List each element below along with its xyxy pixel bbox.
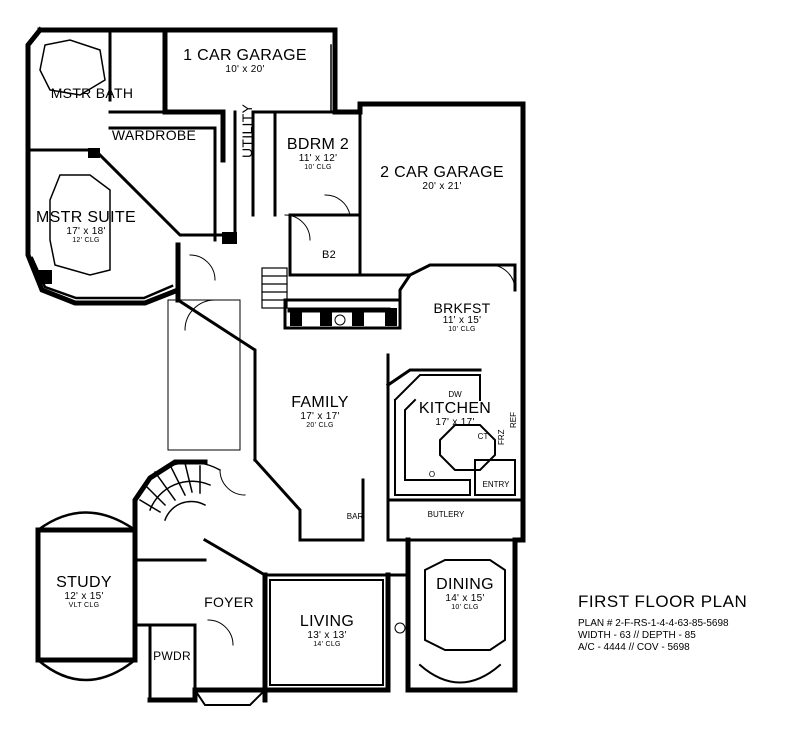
room-name: WARDROBE <box>111 127 197 143</box>
room-ceiling: 10' CLG <box>304 164 332 172</box>
room-dimensions: 17' x 17' <box>435 416 475 428</box>
fixture-ct: CT <box>477 432 489 441</box>
dining-ceiling <box>424 559 506 651</box>
fixture-entry: ENTRY <box>482 480 510 489</box>
room-b2: B2 <box>321 249 337 262</box>
room-ceiling: 12' CLG <box>72 237 100 245</box>
fixture-oven: O <box>428 470 436 479</box>
room-name: UTILITY <box>239 103 255 158</box>
room-foyer: FOYER <box>204 595 254 610</box>
room-name: MSTR BATH <box>50 85 134 101</box>
title-block: FIRST FLOOR PLAN PLAN # 2-F-RS-1-4-4-63-… <box>578 592 747 654</box>
room-name: BRKFST <box>433 300 491 316</box>
room-name: 2 CAR GARAGE <box>380 164 504 181</box>
dining-bay <box>418 663 502 684</box>
room-ceiling: 10' CLG <box>451 604 479 612</box>
kitchen-island <box>393 374 516 496</box>
room-dimensions: 10' x 20' <box>225 63 265 75</box>
room-name: LIVING <box>299 613 355 630</box>
plan-ac-cov: A/C - 4444 // COV - 5698 <box>578 642 690 653</box>
corridor <box>167 299 241 451</box>
room-mstr-bath: MSTR BATH <box>51 86 134 101</box>
room-name: FOYER <box>204 594 254 610</box>
plan-width-depth: WIDTH - 63 // DEPTH - 85 <box>578 630 696 641</box>
room-name: FAMILY <box>291 394 349 411</box>
master-tub <box>39 39 111 276</box>
room-pwdr: PWDR <box>153 650 191 663</box>
room-dimensions: 12' x 15' <box>64 590 104 602</box>
service-stair <box>261 267 288 309</box>
spiral-stair <box>134 461 222 521</box>
room-dimensions: 20' x 21' <box>422 180 462 192</box>
room-family: FAMILY 17' x 17' 20' CLG <box>291 394 349 430</box>
room-living: LIVING 13' x 13' 14' CLG <box>299 613 355 649</box>
fixture-frz: FRZ <box>497 429 506 445</box>
room-name: PWDR <box>153 649 191 663</box>
room-name: B2 <box>321 249 337 261</box>
room-ceiling: VLT CLG <box>68 602 100 610</box>
interior-walls <box>26 28 525 702</box>
room-name: 1 CAR GARAGE <box>183 47 307 64</box>
room-dimensions: 17' x 18' <box>66 225 106 237</box>
garage-doors <box>330 44 506 111</box>
room-dimensions: 11' x 12' <box>298 152 338 164</box>
solid-walls <box>38 148 397 326</box>
room-name: MSTR SUITE <box>36 209 136 226</box>
room-utility: UTILITY <box>239 103 255 158</box>
room-ceiling: 10' CLG <box>448 326 476 334</box>
room-mstr-suite: MSTR SUITE 17' x 18' 12' CLG <box>36 209 136 245</box>
room-name: DINING <box>436 576 494 593</box>
room-ceiling: 20' CLG <box>306 422 334 430</box>
room-dimensions: 13' x 13' <box>307 629 347 641</box>
fixture-ref: REF <box>509 412 518 428</box>
sink <box>394 622 406 634</box>
room-dimensions: 14' x 15' <box>445 592 485 604</box>
room-two-car-garage: 2 CAR GARAGE 20' x 21' <box>380 164 504 192</box>
room-brkfst: BRKFST 11' x 15' 10' CLG <box>433 301 490 334</box>
fixture-bar: BAR <box>346 512 364 521</box>
room-wardrobe: WARDROBE <box>112 128 196 143</box>
room-dimensions: 11' x 15' <box>442 314 482 326</box>
sink <box>334 314 346 326</box>
room-name: KITCHEN <box>418 400 492 417</box>
room-kitchen: KITCHEN 17' x 17' <box>418 400 492 428</box>
plan-number: PLAN # 2-F-RS-1-4-4-63-85-5698 <box>578 618 729 629</box>
door-swings <box>184 194 516 646</box>
room-one-car-garage: 1 CAR GARAGE 10' x 20' <box>183 47 307 75</box>
room-dining: DINING 14' x 15' 10' CLG <box>436 576 494 612</box>
room-dimensions: 17' x 17' <box>300 410 340 422</box>
room-ceiling: 14' CLG <box>313 641 341 649</box>
room-name: BDRM 2 <box>286 136 350 153</box>
fixture-dw: DW <box>448 390 462 399</box>
study-bays <box>36 511 137 682</box>
plan-title: FIRST FLOOR PLAN <box>578 592 748 611</box>
living-bay <box>193 579 384 706</box>
room-study: STUDY 12' x 15' VLT CLG <box>56 574 112 610</box>
fixture-butlery: BUTLERY <box>427 510 465 519</box>
room-name: STUDY <box>56 574 112 591</box>
room-bdrm-2: BDRM 2 11' x 12' 10' CLG <box>286 136 350 172</box>
